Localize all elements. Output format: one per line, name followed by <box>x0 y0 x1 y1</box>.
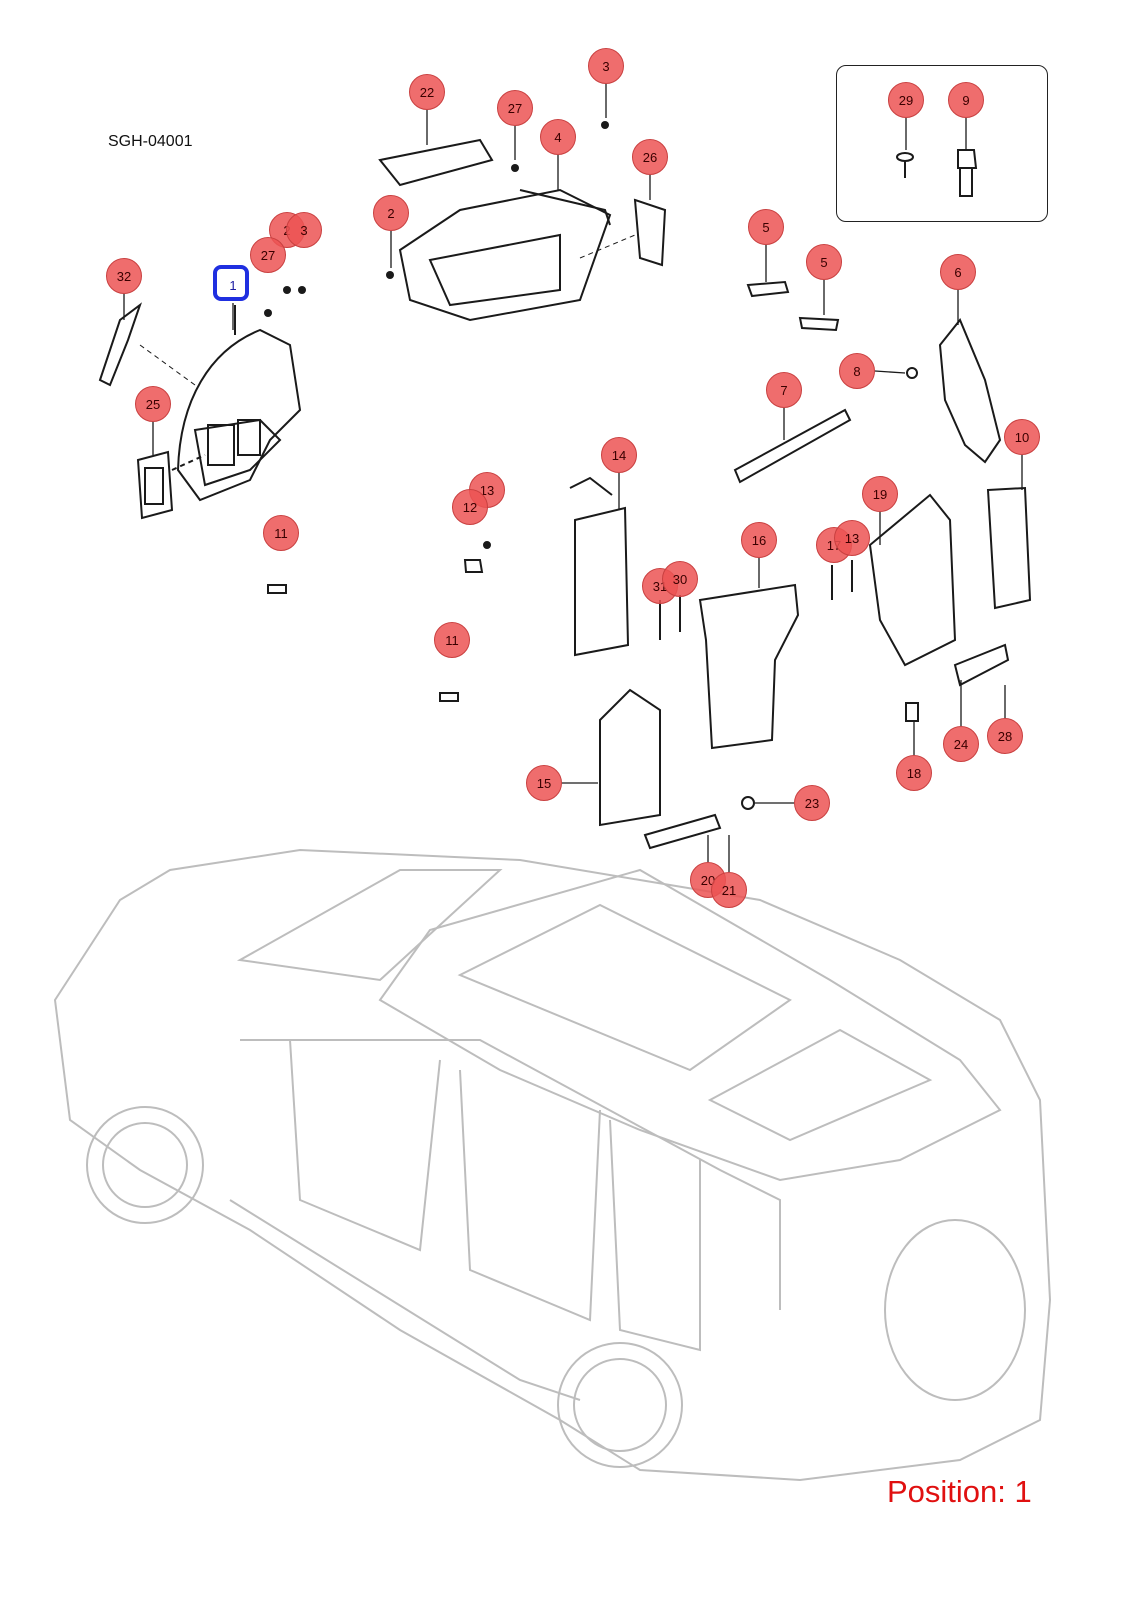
fastener-inset-box <box>836 65 1048 222</box>
part-clip-left <box>267 584 287 594</box>
callout-12[interactable]: 12 <box>452 489 488 525</box>
callout-15[interactable]: 15 <box>526 765 562 801</box>
callout-13[interactable]: 13 <box>834 520 870 556</box>
part-plate-lamp-20 <box>643 813 722 850</box>
callout-5[interactable]: 5 <box>806 244 842 280</box>
vehicle-outline <box>53 848 1052 1482</box>
callout-30[interactable]: 30 <box>662 561 698 597</box>
callout-16[interactable]: 16 <box>741 522 777 558</box>
callout-4[interactable]: 4 <box>540 119 576 155</box>
part-clip-18 <box>905 702 919 722</box>
callout-6[interactable]: 6 <box>940 254 976 290</box>
part-pillar-15 <box>599 688 661 827</box>
part-headlamp-housing <box>176 305 302 502</box>
callout-22[interactable]: 22 <box>409 74 445 110</box>
callout-2[interactable]: 2 <box>373 195 409 231</box>
part-control-module <box>136 450 206 520</box>
callout-26[interactable]: 26 <box>632 139 668 175</box>
callout-3[interactable]: 3 <box>286 212 322 248</box>
callout-11[interactable]: 11 <box>263 515 299 551</box>
diagram-code: SGH-04001 <box>108 133 193 150</box>
part-upper-housing <box>398 188 612 322</box>
callout-32[interactable]: 32 <box>106 258 142 294</box>
callout-18[interactable]: 18 <box>896 755 932 791</box>
callout-27[interactable]: 27 <box>497 90 533 126</box>
part-panel-16 <box>698 583 800 750</box>
position-label: Position: 1 <box>887 1474 1032 1509</box>
part-bracket-5a <box>746 280 790 298</box>
callout-7[interactable]: 7 <box>766 372 802 408</box>
part-lamp-10 <box>986 486 1032 610</box>
callout-10[interactable]: 10 <box>1004 419 1040 455</box>
callout-9[interactable]: 9 <box>948 82 984 118</box>
callout-1-selected[interactable]: 1 <box>213 265 251 303</box>
callout-3[interactable]: 3 <box>588 48 624 84</box>
part-upper-lamp-strip <box>378 138 494 187</box>
part-sensor-23 <box>741 796 755 810</box>
part-clip-center <box>439 692 459 702</box>
leader-lines <box>123 84 1023 872</box>
callout-24[interactable]: 24 <box>943 726 979 762</box>
callout-29[interactable]: 29 <box>888 82 924 118</box>
callout-14[interactable]: 14 <box>601 437 637 473</box>
part-light-strip <box>733 408 852 484</box>
part-fasteners-left <box>264 286 306 317</box>
part-bracket-plate <box>633 198 667 267</box>
callout-23[interactable]: 23 <box>794 785 830 821</box>
callout-27[interactable]: 27 <box>250 237 286 273</box>
part-bracket-5b <box>798 316 840 332</box>
part-plate-lamp-24 <box>953 643 1010 687</box>
part-rear-lamp-right <box>938 318 1002 464</box>
callout-5[interactable]: 5 <box>748 209 784 245</box>
part-clip-12 <box>463 541 491 573</box>
callout-28[interactable]: 28 <box>987 718 1023 754</box>
callout-8[interactable]: 8 <box>839 353 875 389</box>
part-fasteners-17-13 <box>831 560 853 600</box>
part-trim-strip <box>98 302 142 387</box>
part-pillar-lamp-14 <box>574 506 630 657</box>
part-fasteners-30-31 <box>659 595 681 640</box>
part-panel-19 <box>868 493 957 667</box>
part-fasteners-upper <box>386 121 609 279</box>
part-inset-fasteners <box>896 149 978 197</box>
callout-25[interactable]: 25 <box>135 386 171 422</box>
callout-11[interactable]: 11 <box>434 622 470 658</box>
callout-21[interactable]: 21 <box>711 872 747 908</box>
part-screw-8 <box>906 367 918 379</box>
callout-19[interactable]: 19 <box>862 476 898 512</box>
